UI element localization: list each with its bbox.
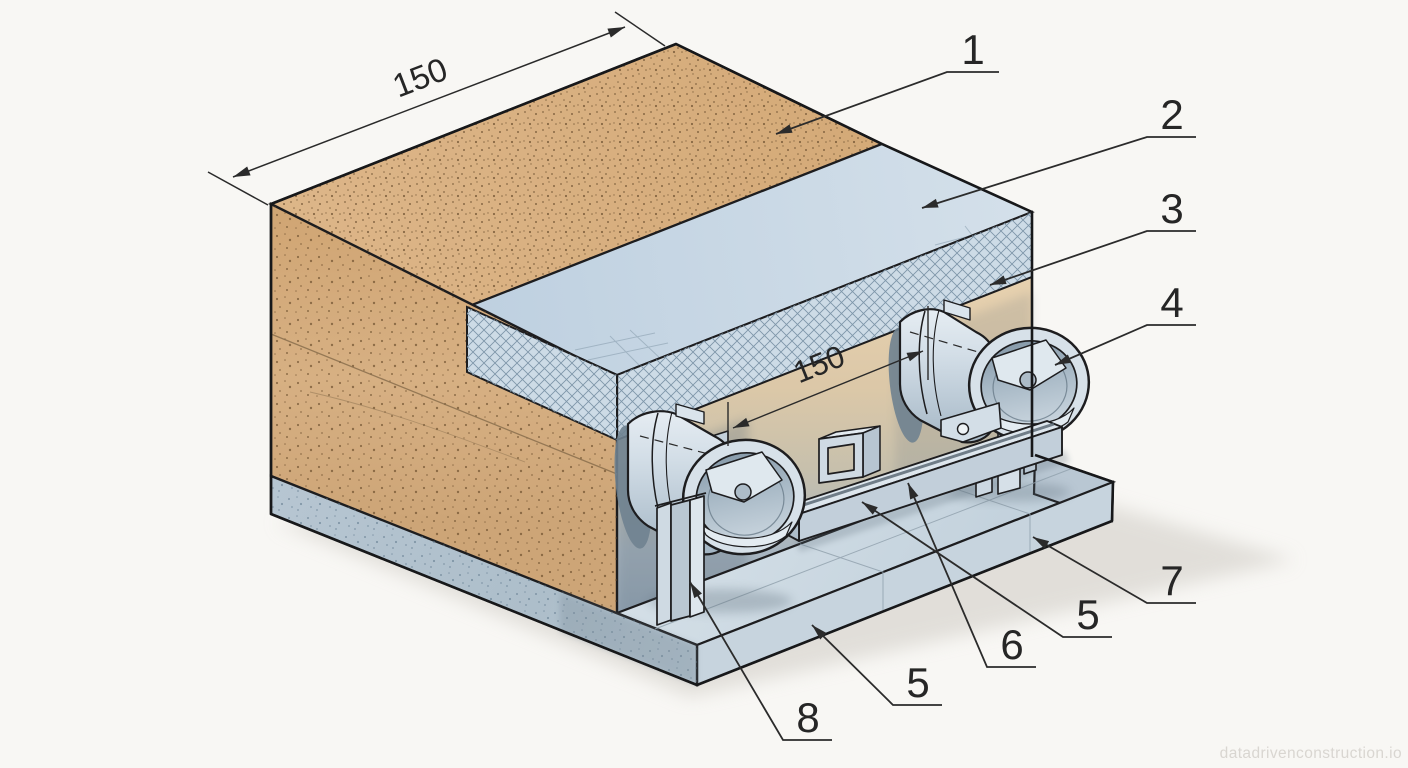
concrete-base-slab xyxy=(269,450,1117,687)
rail-sleeve-bracket xyxy=(818,425,881,484)
watermark-text: datadrivenconstruction.io xyxy=(1220,745,1402,762)
callout-5-right-number: 5 xyxy=(1076,591,1099,638)
spigot-hole-right xyxy=(1019,371,1037,389)
dimension-line xyxy=(232,26,626,178)
dimension-top-width xyxy=(207,11,666,206)
pipe-top-lug-left xyxy=(675,403,705,425)
callout-8-number: 8 xyxy=(796,694,819,741)
callout-7-number: 7 xyxy=(1160,557,1183,604)
clamp-bolt xyxy=(956,422,970,436)
sand-left-face xyxy=(269,202,619,619)
soil-crack-line xyxy=(309,391,526,463)
spigot-hole-left xyxy=(734,483,752,501)
spigot-lug-right xyxy=(991,339,1067,391)
callout-2-number: 2 xyxy=(1160,91,1183,138)
rail-clamp xyxy=(940,402,1002,443)
block-silhouette xyxy=(269,42,1115,687)
callout-1-number: 1 xyxy=(961,26,984,73)
dimension-line xyxy=(732,350,924,429)
callout-arrowheads xyxy=(690,124,1072,640)
extension-tick-left xyxy=(207,171,269,206)
steel-post-left xyxy=(654,492,707,626)
extension-tick-right xyxy=(614,11,666,47)
callout-numbers: 1 2 3 4 7 5 6 5 8 xyxy=(796,26,1183,741)
callout-6-number: 6 xyxy=(1000,621,1023,668)
pipe-top-lug-right xyxy=(943,299,971,321)
callout-5-left-number: 5 xyxy=(906,659,929,706)
dimension-pipe-spacing xyxy=(727,306,929,446)
soil-layer-line xyxy=(270,333,618,475)
callout-4-number: 4 xyxy=(1160,279,1183,326)
rail-slot xyxy=(793,422,1055,510)
spigot-lug-left xyxy=(705,451,783,503)
callout-leaders xyxy=(689,71,1196,741)
pipe-axis-dashed-right xyxy=(909,331,979,353)
pipe-axis-dashed-left xyxy=(639,435,717,457)
callout-3-number: 3 xyxy=(1160,185,1183,232)
